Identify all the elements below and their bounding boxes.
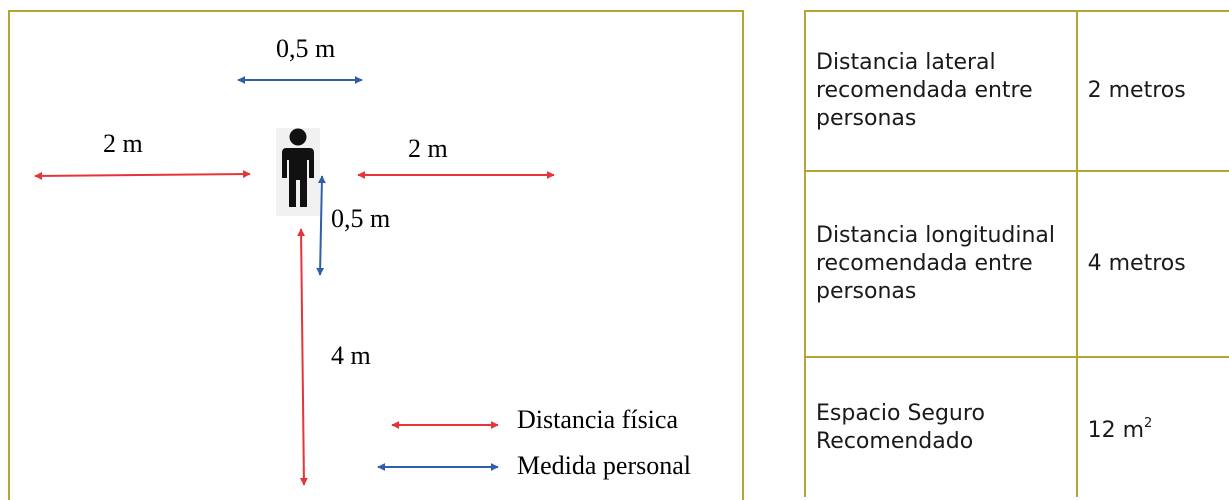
row-value-longitudinal: 4 metros [1075,170,1229,358]
personal-top-label: 0,5 m [276,34,335,63]
legend-physical-label: Distancia física [517,405,678,434]
diagram-frame [8,10,744,500]
table-row: Distancia longitudinal recomendada entre… [804,170,1229,358]
table-row: Espacio Seguro Recomendado 12 m2 [804,356,1229,497]
row-label-lateral: Distancia lateral recomendada entre pers… [804,10,1078,172]
person-icon [276,128,320,216]
legend: Distancia física Medida personal [377,405,691,480]
safe-space-value: 12 m [1087,418,1145,443]
longitudinal-label: 4 m [331,341,371,370]
row-value-safe-space: 12 m2 [1075,356,1229,497]
safe-space-exponent: 2 [1144,416,1153,431]
left-distance-label: 2 m [103,129,143,158]
personal-right-label: 0,5 m [331,204,390,233]
distance-diagram: 0,5 m 2 m 2 m 0,5 m 4 m Distancia física… [34,34,691,486]
right-distance-label: 2 m [408,134,448,163]
row-value-lateral: 2 metros [1075,10,1229,172]
row-label-safe-space: Espacio Seguro Recomendado [804,356,1078,497]
legend-personal-label: Medida personal [517,451,691,480]
physical-arrow-longitudinal [297,228,308,486]
row-label-longitudinal: Distancia longitudinal recomendada entre… [804,170,1078,358]
table-row: Distancia lateral recomendada entre pers… [804,10,1229,172]
personal-arrow-vertical [316,175,326,276]
recommendations-table: Distancia lateral recomendada entre pers… [804,10,1229,497]
physical-arrow-left [34,170,251,180]
